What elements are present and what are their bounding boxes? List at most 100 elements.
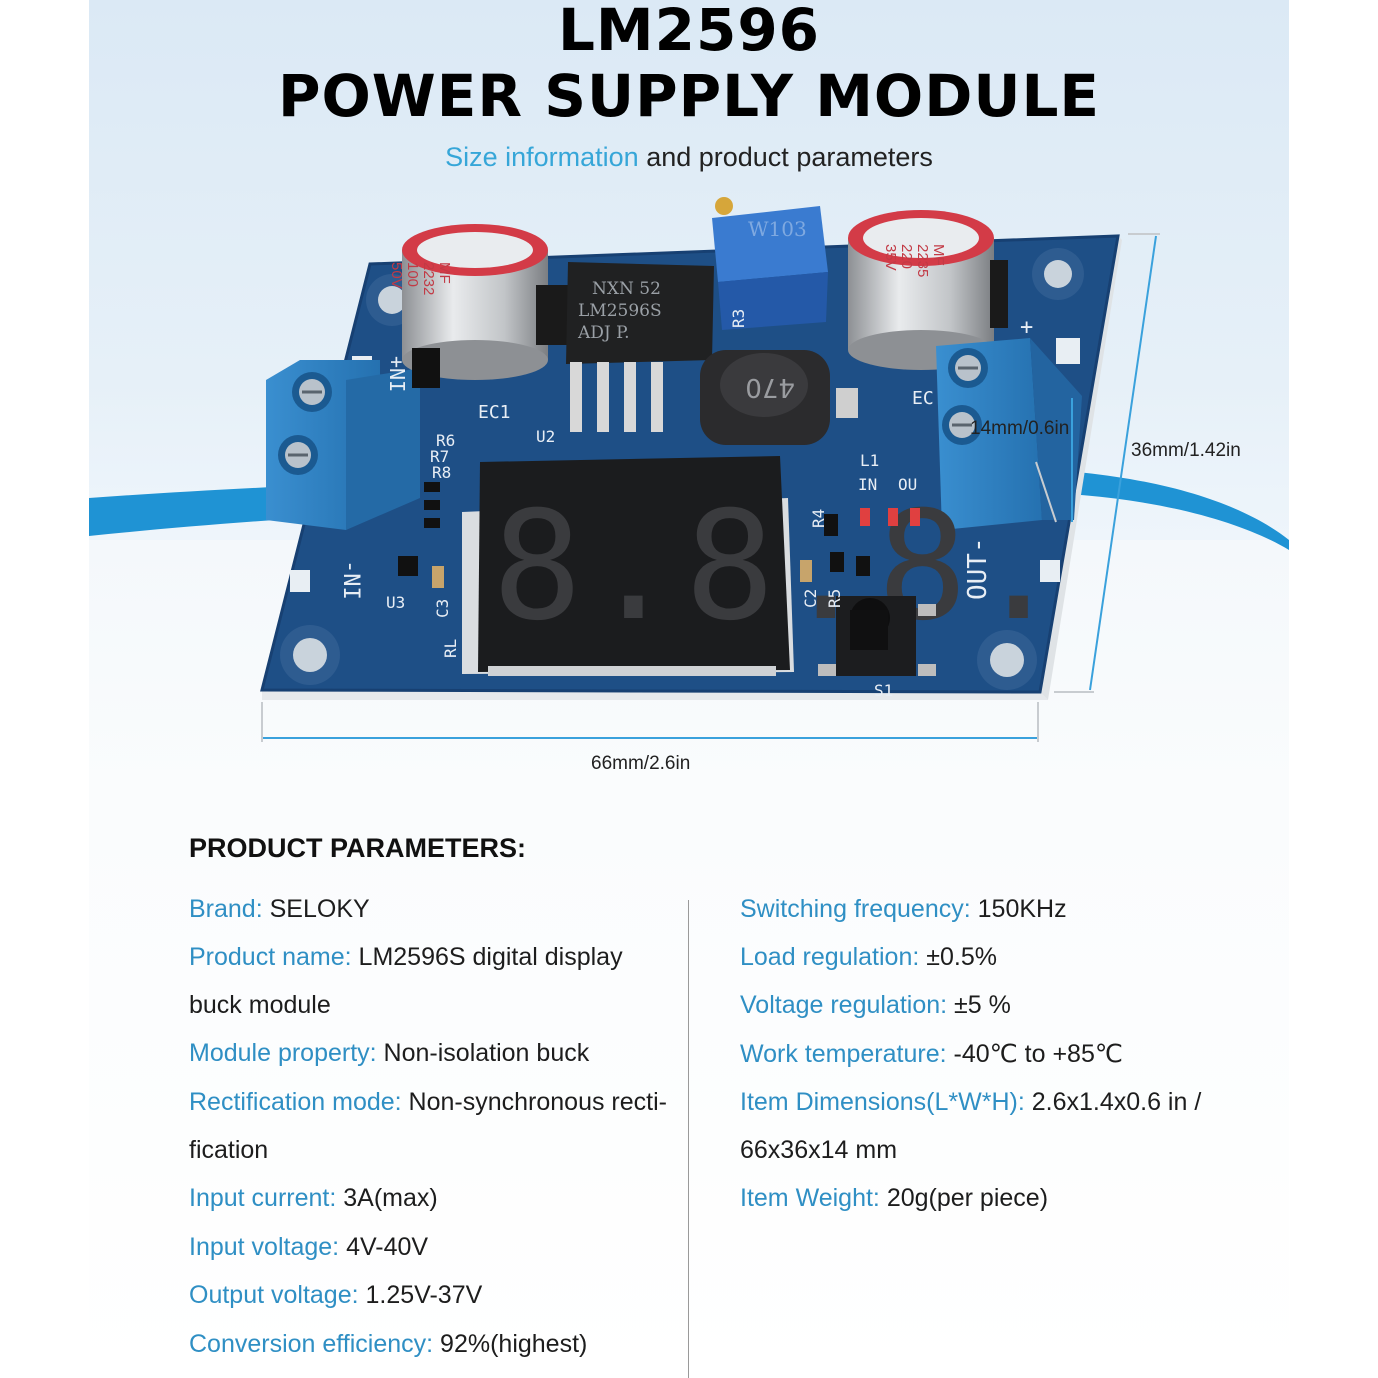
output-terminal-block	[936, 338, 1082, 530]
param-value: ±5 %	[947, 991, 1011, 1019]
silk-c2: C2	[801, 589, 820, 608]
left-capacitor-text-3: 100	[404, 262, 421, 287]
silk-ec1: EC1	[478, 402, 511, 423]
param-row: Module property: Non-isolation buck	[189, 1039, 589, 1068]
subtitle-rest: and product parameters	[638, 142, 933, 172]
right-capacitor-text-3: 220	[898, 244, 915, 269]
param-key: Input current:	[189, 1184, 337, 1212]
trimmer-potentiometer: W103	[712, 197, 828, 330]
mounting-hole-bottom-left	[280, 625, 340, 685]
display-digits: 8.8.8.	[492, 480, 1070, 654]
param-row: buck module	[189, 991, 331, 1020]
param-value: LM2596S digital display	[351, 943, 623, 971]
silk-u3: U3	[386, 593, 405, 612]
param-value: 20g(per piece)	[879, 1184, 1049, 1212]
silk-l1: L1	[860, 451, 879, 470]
chip-text-1: NXN 52	[592, 279, 661, 299]
param-key: Load regulation:	[740, 943, 920, 971]
pcb-board-image: MF 2232 100 50V NXN 52 LM2596S ADJ P. W1…	[260, 197, 1160, 742]
left-capacitor-text-4: 50V	[388, 262, 405, 289]
param-value: SELOKY	[262, 895, 370, 923]
param-row: Switching frequency: 150KHz	[740, 895, 1067, 924]
smd-components	[398, 348, 920, 588]
silk-u2: U2	[536, 427, 555, 446]
silkscreen-labels: -NI +NI OUT- + EC1 EC U2 U3 C3 R6 R7 R8 …	[338, 309, 1033, 700]
param-value: Non-synchronous recti-	[401, 1088, 667, 1116]
inductor: 470	[700, 350, 858, 445]
page-title: LM2596	[557, 0, 821, 64]
param-row: Conversion efficiency: 92%(highest)	[189, 1330, 587, 1359]
inductor-label: 470	[745, 372, 795, 402]
silk-s1: S1	[874, 681, 893, 700]
param-row: Load regulation: ±0.5%	[740, 943, 997, 972]
left-capacitor-text-2: 2232	[420, 262, 437, 295]
param-key: Brand:	[189, 895, 263, 923]
tact-switch	[818, 596, 936, 676]
param-key: Output voltage:	[189, 1281, 359, 1309]
param-row: Output voltage: 1.25V-37V	[189, 1281, 482, 1310]
silk-out-minus: OUT-	[963, 537, 993, 600]
param-value: 92%(highest)	[433, 1330, 588, 1358]
param-value: 1.25V-37V	[358, 1281, 483, 1309]
height-dimension-label: 14mm/0.6in	[970, 418, 1070, 439]
param-row: Item Weight: 20g(per piece)	[740, 1184, 1048, 1213]
depth-dimension-label: 36mm/1.42in	[1131, 440, 1241, 461]
left-capacitor-text-1: MF	[436, 262, 453, 284]
param-key: Work temperature:	[740, 1040, 947, 1068]
page-subtitle: Size information and product parameters	[0, 142, 1378, 173]
silk-c3: C3	[433, 599, 452, 618]
param-row: Brand: SELOKY	[189, 895, 370, 924]
column-divider	[688, 900, 689, 1378]
dimension-lines	[261, 233, 1160, 742]
length-dimension-label: 66mm/2.6in	[591, 753, 691, 774]
param-key: Voltage regulation:	[740, 991, 948, 1019]
param-value: buck module	[189, 991, 331, 1019]
input-terminal-block	[266, 360, 420, 530]
silk-in-minus: -NI	[338, 560, 363, 600]
chip-text-3: ADJ P.	[577, 323, 630, 343]
param-row: fication	[189, 1136, 268, 1165]
param-row: 66x36x14 mm	[740, 1136, 897, 1165]
param-row: Input current: 3A(max)	[189, 1184, 438, 1213]
silk-out-led: OU	[898, 475, 917, 494]
params-heading: PRODUCT PARAMETERS:	[189, 833, 526, 863]
param-value: fication	[189, 1136, 269, 1164]
param-key: Product name:	[189, 943, 352, 971]
silk-out-plus: +	[1020, 315, 1033, 340]
param-row: Item Dimensions(L*W*H): 2.6x1.4x0.6 in /	[740, 1088, 1201, 1117]
param-row: Rectification mode: Non-synchronous rect…	[189, 1088, 667, 1117]
mounting-hole-top-right	[1032, 248, 1084, 300]
right-capacitor: MF 2235 220 35V	[848, 210, 1008, 370]
subtitle-highlight: Size information	[445, 142, 639, 172]
chip-text-2: LM2596S	[578, 301, 662, 321]
potentiometer-label: W103	[748, 217, 807, 241]
param-row: Work temperature: -40℃ to +85℃	[740, 1039, 1123, 1069]
param-key: Input voltage:	[189, 1233, 340, 1261]
board-edge-right	[1040, 236, 1122, 700]
silk-ec-right: EC	[912, 388, 934, 409]
param-value: 3A(max)	[336, 1184, 438, 1212]
param-value: ±0.5%	[919, 943, 997, 971]
right-capacitor-text-2: 2235	[914, 244, 931, 277]
page-title-second-line: POWER SUPPLY MODULE	[277, 62, 1101, 130]
silk-r5: R5	[825, 589, 844, 608]
param-key: Module property:	[189, 1039, 377, 1067]
silk-r8: R8	[432, 463, 451, 482]
silk-r6: R6	[436, 431, 455, 450]
param-value: 150KHz	[970, 895, 1067, 923]
right-capacitor-text-4: 35V	[882, 244, 899, 271]
depth-dimension-line	[1089, 235, 1157, 691]
param-key: Switching frequency:	[740, 895, 971, 923]
param-key: Rectification mode:	[189, 1088, 402, 1116]
param-key: Conversion efficiency:	[189, 1330, 434, 1358]
param-row: Input voltage: 4V-40V	[189, 1233, 428, 1262]
param-key: Item Weight:	[740, 1184, 880, 1212]
param-value: 66x36x14 mm	[740, 1136, 898, 1164]
param-value: Non-isolation buck	[376, 1039, 590, 1067]
silk-r7: R7	[430, 447, 449, 466]
param-value: -40℃ to +85℃	[946, 1040, 1123, 1068]
silk-r3: R3	[729, 309, 748, 328]
silk-in-plus: +NI	[385, 356, 409, 392]
silk-rl: RL	[441, 639, 460, 658]
